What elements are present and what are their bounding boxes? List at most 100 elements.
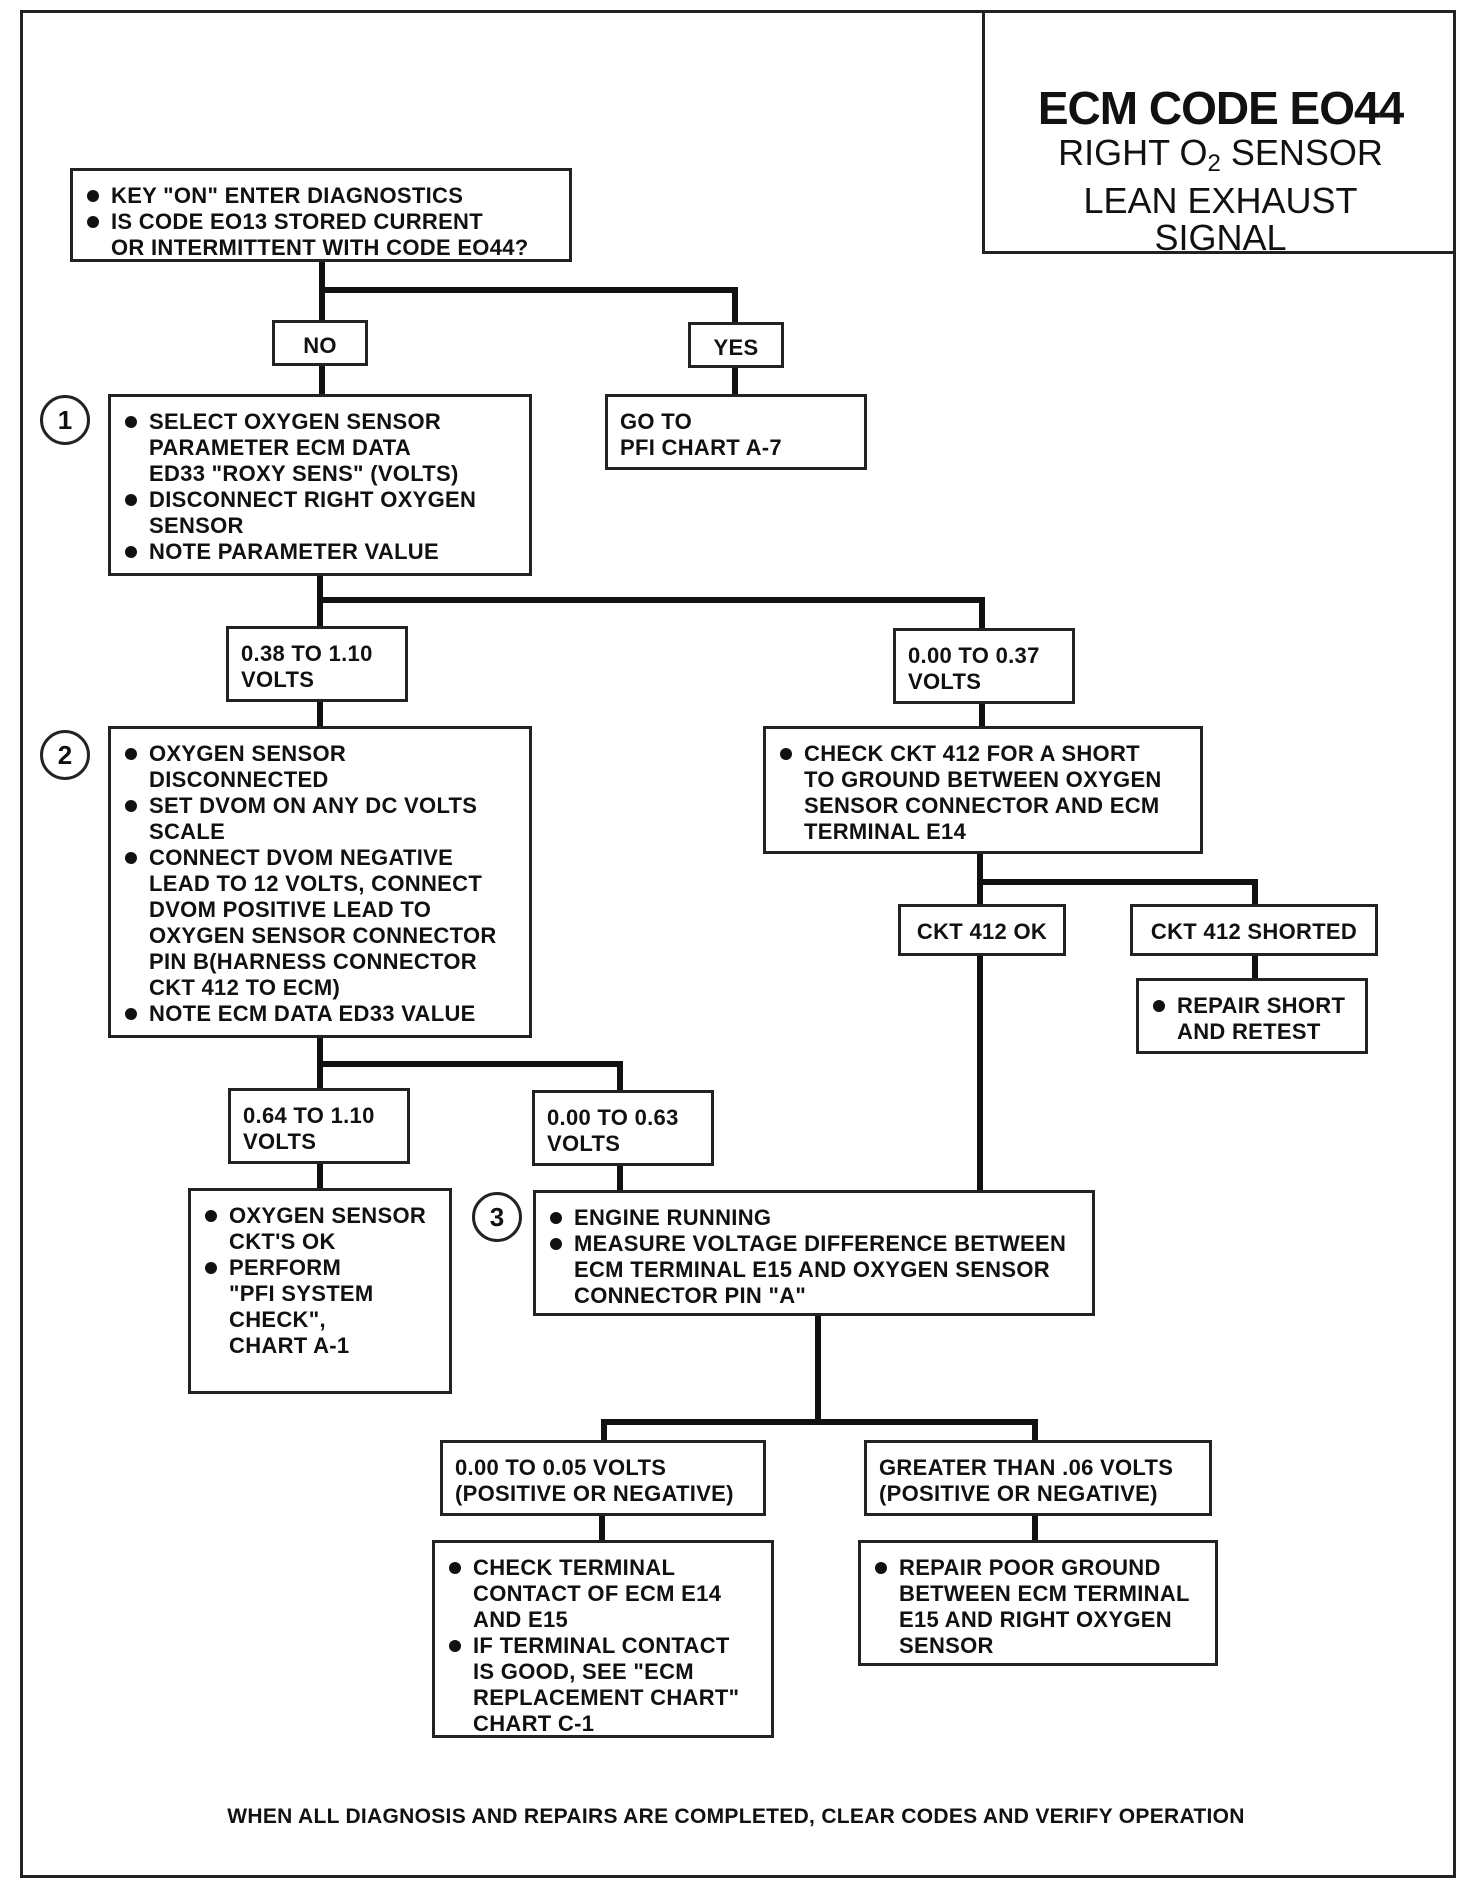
bullet-dot-icon bbox=[449, 1562, 461, 1574]
bullet-text-line: OR INTERMITTENT WITH CODE EO44? bbox=[111, 235, 529, 260]
bullet-text-line: TERMINAL E14 bbox=[804, 819, 967, 844]
bullet-text-line: SCALE bbox=[149, 819, 226, 844]
bullet-text-line: KEY "ON" ENTER DIAGNOSTICS bbox=[111, 183, 464, 208]
bullet-dot-icon bbox=[125, 852, 137, 864]
bullet-dot-icon bbox=[125, 748, 137, 760]
bullet-dot-icon bbox=[87, 190, 99, 202]
bullet-text-line: BETWEEN ECM TERMINAL bbox=[899, 1581, 1190, 1606]
bullet-dot-icon bbox=[125, 416, 137, 428]
bullet-text-line: DISCONNECTED bbox=[149, 767, 329, 792]
bullet-text-line: IF TERMINAL CONTACT bbox=[473, 1633, 730, 1658]
bullet-text-line: PERFORM bbox=[229, 1255, 342, 1280]
bullet-text-line: CHECK TERMINAL bbox=[473, 1555, 676, 1580]
label-text-line: VOLTS bbox=[241, 667, 315, 692]
bullet-dot-icon bbox=[205, 1210, 217, 1222]
connector-step1 bbox=[317, 571, 985, 633]
bullet-text-line: CHART A-1 bbox=[229, 1333, 350, 1358]
bullet-text-line: OXYGEN SENSOR bbox=[149, 741, 347, 766]
label-text-line: 0.38 TO 1.10 bbox=[241, 641, 373, 666]
bullet-text-line: PARAMETER ECM DATA bbox=[149, 435, 412, 460]
title-line-2: LEAN EXHAUST bbox=[1083, 180, 1358, 221]
bullet-text-line: OXYGEN SENSOR CONNECTOR bbox=[149, 923, 497, 948]
label-no: NO bbox=[272, 320, 368, 366]
title-line-3: SIGNAL bbox=[1154, 217, 1287, 258]
bullet-dot-icon bbox=[125, 800, 137, 812]
label-ckt412-shorted: CKT 412 SHORTED bbox=[1130, 904, 1378, 956]
label-text-line: (POSITIVE OR NEGATIVE) bbox=[879, 1481, 1158, 1506]
label-text-line: 0.00 TO 0.37 bbox=[908, 643, 1040, 668]
label-text-line: PFI CHART A-7 bbox=[620, 435, 782, 460]
bullet-text-line: LEAD TO 12 VOLTS, CONNECT bbox=[149, 871, 483, 896]
bullet-text-line: CKT'S OK bbox=[229, 1229, 336, 1254]
bullet-text-line: SENSOR CONNECTOR AND ECM bbox=[804, 793, 1160, 818]
bullet-text-line: "PFI SYSTEM bbox=[229, 1281, 374, 1306]
bullet-text-line: ED33 "ROXY SENS" (VOLTS) bbox=[149, 461, 459, 486]
bullet-dot-icon bbox=[1153, 1000, 1165, 1012]
label-yes: YES bbox=[688, 322, 784, 368]
bullet-text-line: CHART C-1 bbox=[473, 1711, 595, 1736]
bullet-text-line: AND RETEST bbox=[1177, 1019, 1321, 1044]
label-text-line: 0.00 TO 0.63 bbox=[547, 1105, 679, 1130]
connector-start bbox=[319, 257, 738, 327]
footer-note: WHEN ALL DIAGNOSIS AND REPAIRS ARE COMPL… bbox=[227, 1805, 1245, 1828]
bullet-text-line: NOTE PARAMETER VALUE bbox=[149, 539, 439, 564]
bullet-text-line: ECM TERMINAL E15 AND OXYGEN SENSOR bbox=[574, 1257, 1050, 1282]
page-border bbox=[20, 10, 1456, 1878]
bullet-text-line: CONNECTOR PIN "A" bbox=[574, 1283, 807, 1308]
bullet-text-line: IS GOOD, SEE "ECM bbox=[473, 1659, 694, 1684]
bullet-text-line: CHECK CKT 412 FOR A SHORT bbox=[804, 741, 1140, 766]
bullet-dot-icon bbox=[125, 1008, 137, 1020]
bullet-text-line: CONTACT OF ECM E14 bbox=[473, 1581, 722, 1606]
bullet-item: NOTE PARAMETER VALUE bbox=[123, 539, 517, 565]
bullet-dot-icon bbox=[780, 748, 792, 760]
connector-check bbox=[977, 849, 1258, 909]
bullet-text-line: ENGINE RUNNING bbox=[574, 1205, 772, 1230]
label-text-line: GREATER THAN .06 VOLTS bbox=[879, 1455, 1174, 1480]
connector-step3 bbox=[601, 1311, 821, 1445]
label-text-line: GO TO bbox=[620, 409, 692, 434]
step-marker-3: 3 bbox=[472, 1192, 522, 1242]
bullet-dot-icon bbox=[449, 1640, 461, 1652]
step-marker-1: 1 bbox=[40, 395, 90, 445]
bullet-text-line: IS CODE EO13 STORED CURRENT bbox=[111, 209, 483, 234]
bullet-dot-icon bbox=[550, 1238, 562, 1250]
bullet-dot-icon bbox=[125, 546, 137, 558]
bullet-text-line: SELECT OXYGEN SENSOR bbox=[149, 409, 442, 434]
label-text-line: VOLTS bbox=[908, 669, 982, 694]
bullet-text-line: OXYGEN SENSOR bbox=[229, 1203, 427, 1228]
bullet-text-line: TO GROUND BETWEEN OXYGEN bbox=[804, 767, 1162, 792]
bullet-text-line: NOTE ECM DATA ED33 VALUE bbox=[149, 1001, 476, 1026]
bullet-item: KEY "ON" ENTER DIAGNOSTICS bbox=[85, 183, 557, 209]
label-0.00-to-0.05-volts: 0.00 TO 0.05 VOLTS(POSITIVE OR NEGATIVE) bbox=[440, 1440, 766, 1516]
bullet-text-line: AND E15 bbox=[473, 1607, 569, 1632]
label-text-line: VOLTS bbox=[243, 1129, 317, 1154]
